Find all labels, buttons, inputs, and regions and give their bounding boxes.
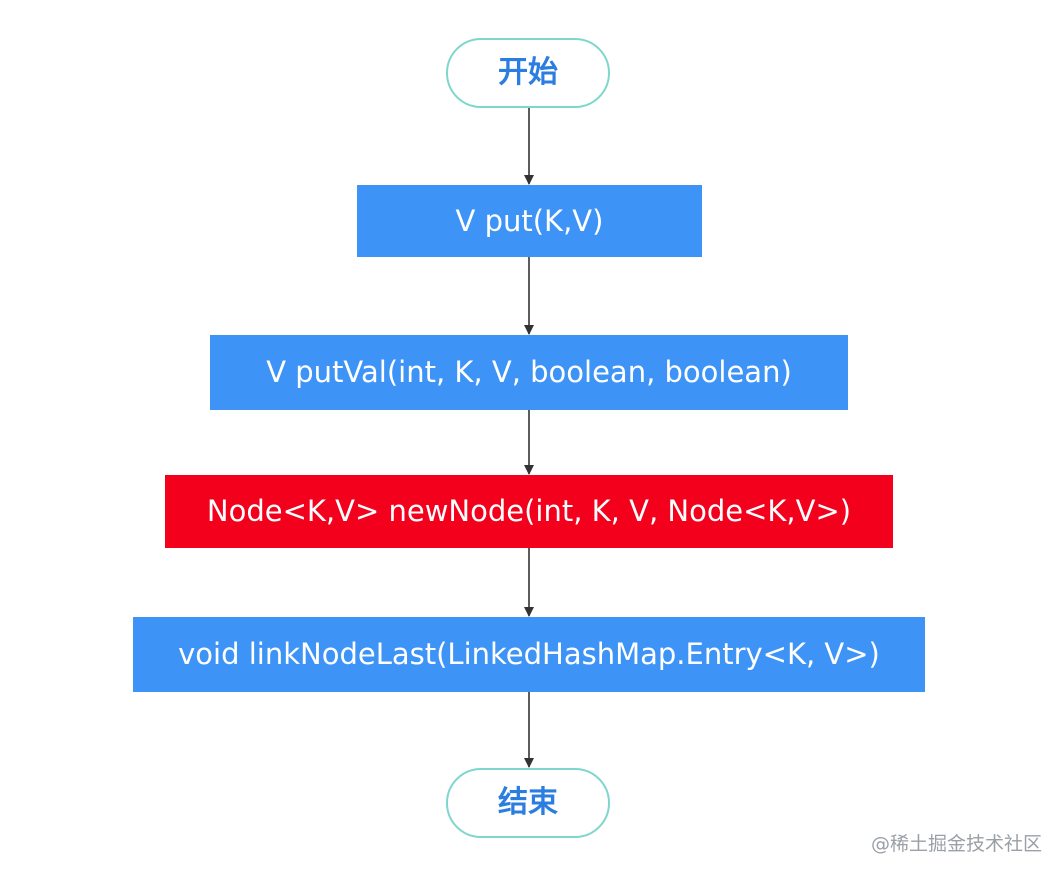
start-label: 开始 xyxy=(498,55,558,90)
put-method-label: V put(K,V) xyxy=(455,203,604,238)
linknodelast-method-node: void linkNodeLast(LinkedHashMap.Entry<K,… xyxy=(133,617,925,692)
putval-method-label: V putVal(int, K, V, boolean, boolean) xyxy=(266,355,792,389)
start-node: 开始 xyxy=(446,38,610,108)
putval-method-node: V putVal(int, K, V, boolean, boolean) xyxy=(210,335,848,410)
end-node: 结束 xyxy=(446,768,610,838)
watermark: @稀土掘金技术社区 xyxy=(870,833,1042,855)
linknodelast-method-label: void linkNodeLast(LinkedHashMap.Entry<K,… xyxy=(178,637,880,671)
end-label: 结束 xyxy=(498,785,558,820)
newnode-method-label: Node<K,V> newNode(int, K, V, Node<K,V>) xyxy=(206,494,852,528)
newnode-method-node: Node<K,V> newNode(int, K, V, Node<K,V>) xyxy=(165,475,893,548)
put-method-node: V put(K,V) xyxy=(357,185,702,257)
